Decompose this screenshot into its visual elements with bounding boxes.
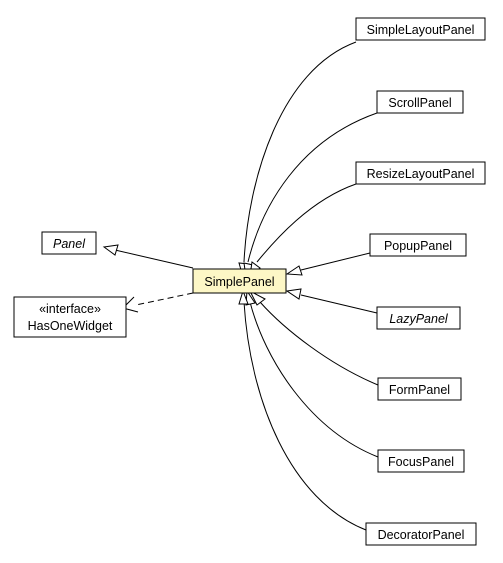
edge-resizelayoutpanel	[256, 183, 357, 263]
class-focuspanel: FocusPanel	[377, 449, 465, 473]
edge-formpanel	[259, 301, 379, 386]
edge-simplelayoutpanel	[243, 41, 357, 263]
arrowhead-popup	[285, 265, 303, 276]
class-panel: Panel	[41, 231, 97, 255]
arrowhead-panel	[102, 244, 119, 256]
arrowhead-sub-7	[245, 289, 256, 306]
edge-focuspanel	[249, 301, 379, 458]
class-resizelayoutpanel-label: ResizeLayoutPanel	[367, 167, 475, 181]
edge-simplepanel-to-panel	[114, 249, 194, 269]
class-lazypanel-label: LazyPanel	[389, 312, 449, 326]
arrowhead-sub-8	[238, 289, 249, 305]
class-decoratorpanel: DecoratorPanel	[365, 522, 477, 546]
edge-simplepanel-to-hasonewidget	[135, 292, 194, 306]
class-simplelayoutpanel-label: SimpleLayoutPanel	[367, 23, 475, 37]
class-simplepanel: SimplePanel	[192, 268, 287, 294]
class-popuppanel: PopupPanel	[369, 233, 467, 257]
class-resizelayoutpanel: ResizeLayoutPanel	[355, 161, 486, 185]
class-popuppanel-label: PopupPanel	[384, 239, 452, 253]
class-scrollpanel-label: ScrollPanel	[388, 96, 451, 110]
edges	[114, 41, 379, 531]
interface-stereotype: «interface»	[39, 302, 101, 316]
edge-scrollpanel	[247, 112, 378, 263]
class-scrollpanel: ScrollPanel	[376, 90, 464, 114]
class-simplelayoutpanel: SimpleLayoutPanel	[355, 17, 486, 41]
interface-hasonewidget-label: HasOneWidget	[28, 319, 113, 333]
edge-popuppanel	[300, 252, 371, 271]
class-decoratorpanel-label: DecoratorPanel	[378, 528, 465, 542]
class-panel-label: Panel	[53, 237, 86, 251]
edge-decoratorpanel	[243, 301, 367, 531]
class-focuspanel-label: FocusPanel	[388, 455, 454, 469]
arrowhead-sub-6	[248, 289, 266, 306]
class-formpanel-label: FormPanel	[389, 383, 450, 397]
class-lazypanel: LazyPanel	[376, 306, 461, 330]
class-formpanel: FormPanel	[377, 377, 462, 401]
arrowhead-lazy	[285, 288, 302, 300]
interface-hasonewidget: «interface» HasOneWidget	[13, 296, 127, 338]
edge-lazypanel	[300, 294, 378, 314]
class-simplepanel-label: SimplePanel	[204, 275, 274, 289]
